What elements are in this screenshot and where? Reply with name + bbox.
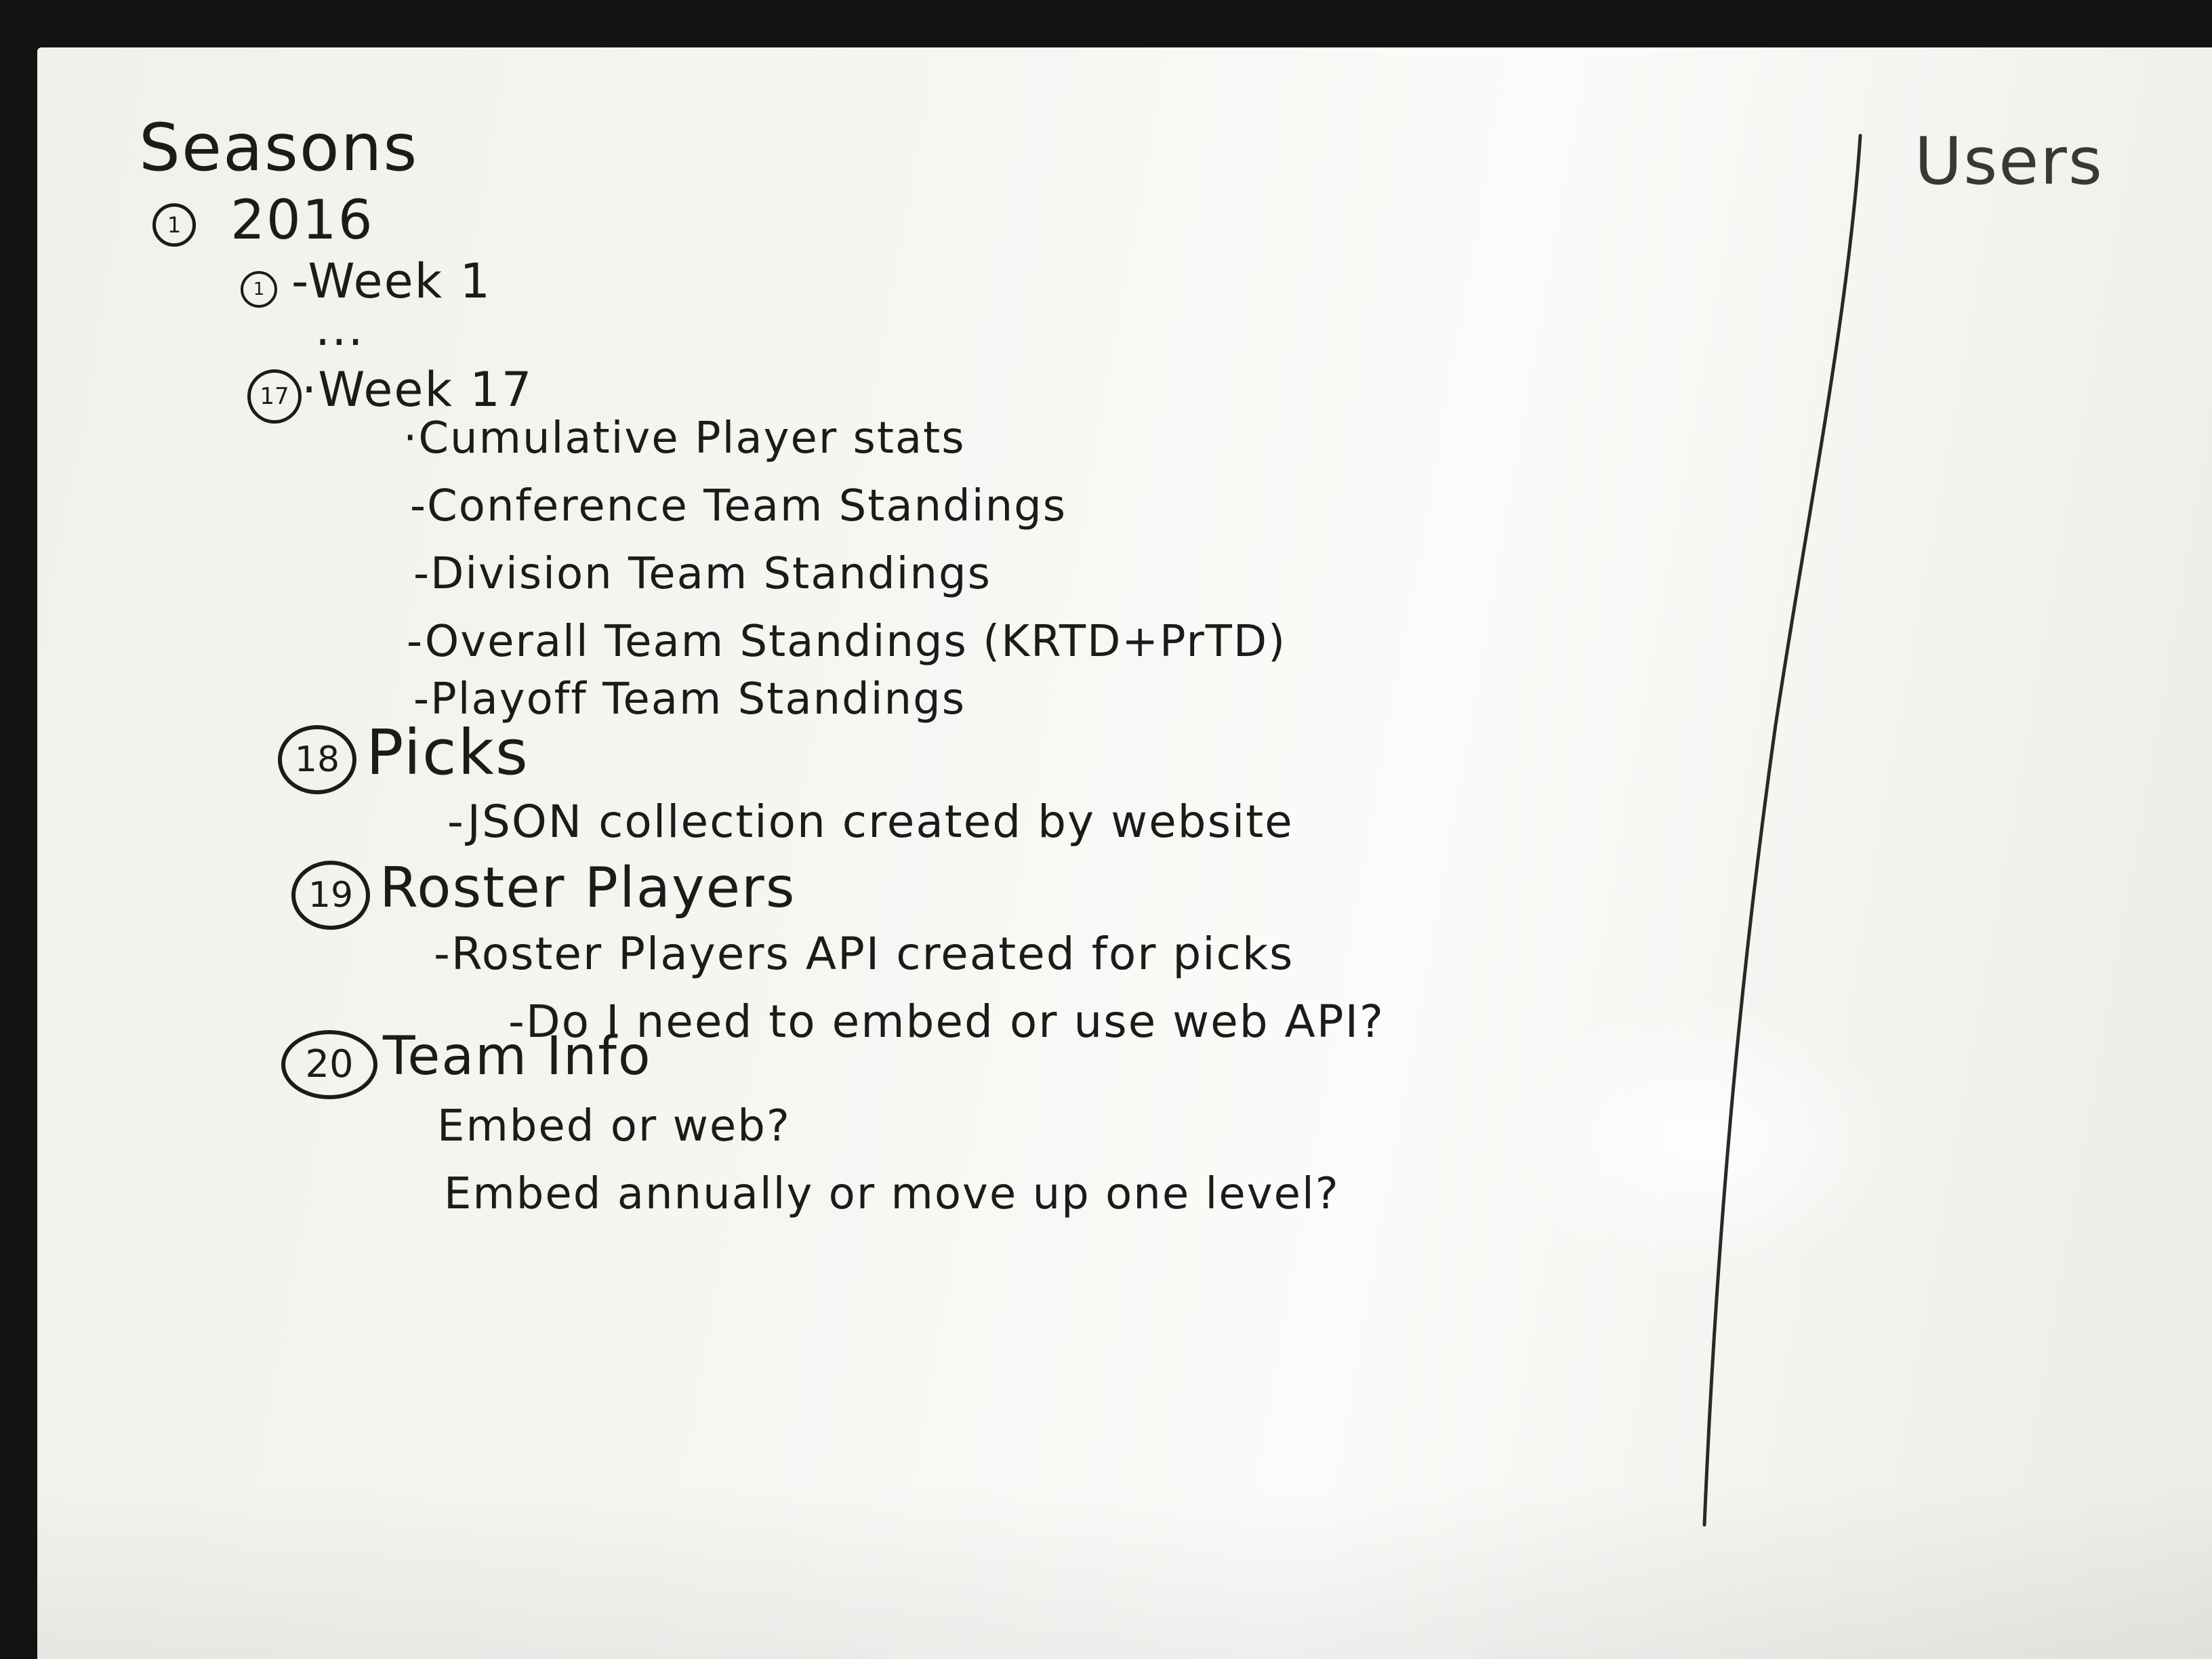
divider-stroke: [1702, 134, 1862, 1527]
team-info-label: Team Info: [383, 1026, 652, 1087]
week-item: -Division Team Standings: [413, 549, 991, 599]
surface-shading: [37, 1483, 2212, 1659]
week-first-label: -Week 1: [291, 253, 491, 309]
roster-sub-item: -Do I need to embed or use web API?: [508, 996, 1385, 1048]
week-item: -Playoff Team Standings: [413, 674, 966, 724]
picks-number: 18: [278, 725, 356, 794]
light-glare: [1494, 996, 1901, 1281]
picks-item: -JSON collection created by website: [447, 796, 1294, 848]
divider-line: [1702, 134, 1862, 1527]
season-label: 2016: [230, 188, 374, 251]
team-info-item: Embed annually or move up one level?: [444, 1169, 1340, 1219]
roster-number: 19: [291, 861, 370, 930]
team-info-item: Embed or web?: [437, 1101, 791, 1151]
week-item: -Conference Team Standings: [410, 481, 1067, 531]
week-item: ·Cumulative Player stats: [403, 413, 966, 464]
week-last-number: 17: [247, 369, 302, 424]
right-heading: Users: [1914, 123, 2104, 199]
team-info-number: 20: [281, 1030, 377, 1099]
week-item: -Overall Team Standings (KRTD+PrTD): [407, 617, 1287, 667]
week-first-number: 1: [241, 271, 277, 308]
left-heading: Seasons: [139, 110, 419, 186]
ellipsis: ...: [315, 301, 365, 356]
roster-label: Roster Players: [380, 856, 796, 920]
whiteboard-surface: Seasons Users 1 2016 1 -Week 1 ... 17 ·W…: [37, 47, 2212, 1659]
week-last-label: ·Week 17: [302, 362, 533, 417]
roster-item: -Roster Players API created for picks: [434, 928, 1294, 980]
picks-label: Picks: [366, 716, 529, 789]
season-number: 1: [152, 203, 196, 247]
